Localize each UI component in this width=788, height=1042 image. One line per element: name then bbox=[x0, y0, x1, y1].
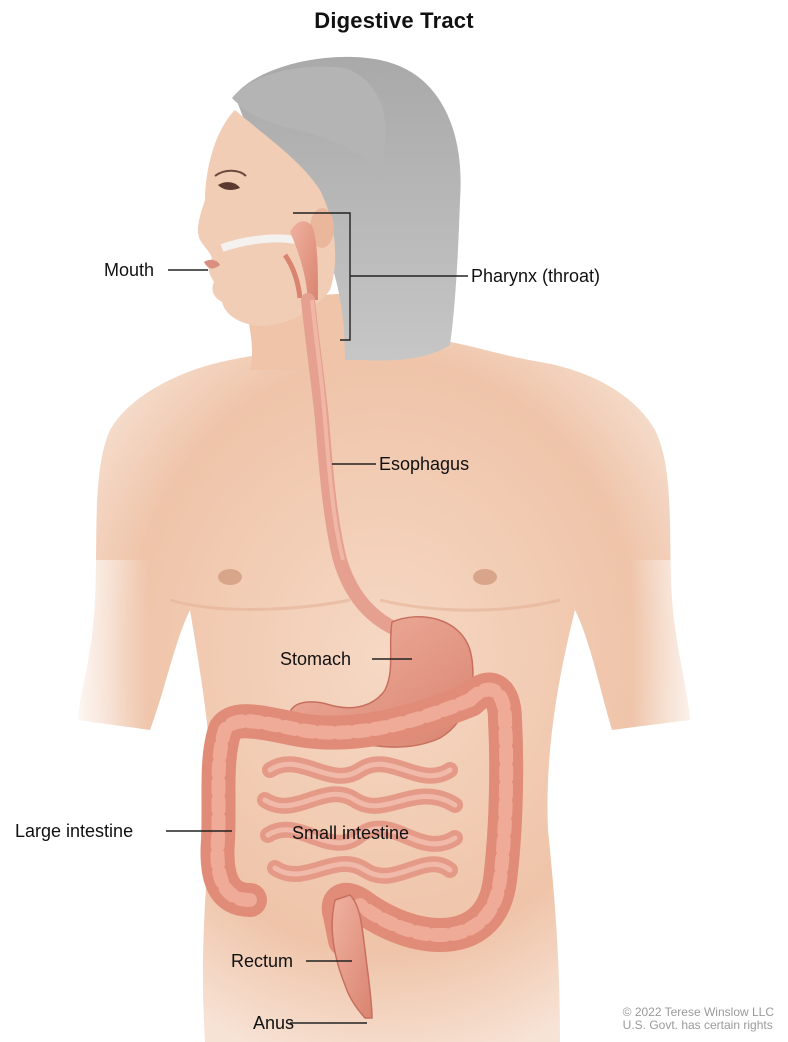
label-anus: Anus bbox=[253, 1013, 294, 1033]
label-large-intestine: Large intestine bbox=[15, 821, 133, 841]
right-nipple bbox=[473, 569, 497, 585]
label-small-intestine: Small intestine bbox=[292, 823, 409, 843]
label-stomach: Stomach bbox=[280, 649, 351, 669]
label-mouth: Mouth bbox=[104, 260, 154, 280]
credit-line-2: U.S. Govt. has certain rights bbox=[623, 1019, 774, 1032]
left-nipple bbox=[218, 569, 242, 585]
label-rectum: Rectum bbox=[231, 951, 293, 971]
label-esophagus: Esophagus bbox=[379, 454, 469, 474]
diagram-title: Digestive Tract bbox=[0, 8, 788, 34]
copyright-credit: © 2022 Terese Winslow LLC U.S. Govt. has… bbox=[623, 1006, 774, 1032]
label-pharynx: Pharynx (throat) bbox=[471, 266, 600, 286]
